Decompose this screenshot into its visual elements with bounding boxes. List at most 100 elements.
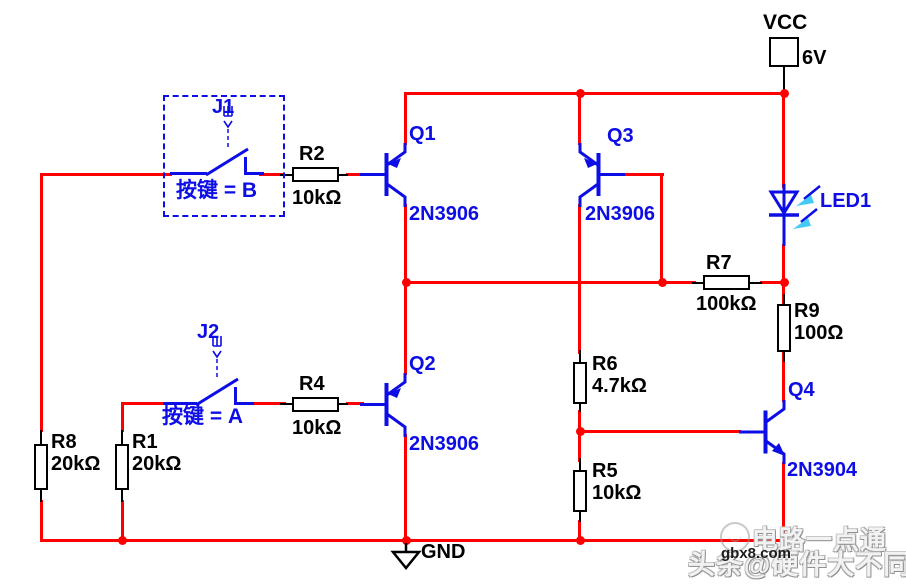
wire-segment [578, 520, 581, 541]
junction-dot [576, 427, 585, 436]
r9-value-label: 100Ω [794, 322, 844, 344]
npn-transistor-q4-icon[interactable] [739, 400, 787, 464]
wire-segment [121, 500, 124, 541]
j1-ref-label: J1 [212, 96, 235, 118]
r6-ref-label: R6 [592, 353, 618, 375]
r1-ref-label: R1 [132, 431, 158, 453]
wire-stub [783, 66, 785, 93]
resistor-R2[interactable] [292, 167, 339, 182]
junction-dot [118, 536, 127, 545]
wire-segment [578, 430, 741, 433]
pushbutton-j1-icon[interactable] [160, 100, 268, 180]
wire-stub [280, 174, 294, 176]
junction-dot [658, 278, 667, 287]
r6-value-label: 4.7kΩ [592, 375, 647, 397]
wire-segment [346, 173, 364, 176]
pnp-transistor-q1-icon[interactable] [360, 143, 408, 207]
wire-stub [748, 282, 762, 284]
wire-stub [692, 282, 705, 284]
switch-key-arrow-icon [212, 350, 222, 359]
r2-value-label: 10kΩ [292, 187, 342, 209]
wire-segment [40, 539, 786, 542]
vcc-source-icon[interactable] [769, 37, 799, 67]
led-icon[interactable] [762, 184, 874, 252]
resistor-R1[interactable] [115, 444, 129, 490]
wire-segment [40, 173, 172, 176]
r8-value-label: 20kΩ [51, 453, 101, 475]
switch-key-icon [212, 336, 222, 347]
led1-ref-label: LED1 [820, 190, 872, 212]
wire-stub [783, 294, 785, 306]
wire-segment [251, 402, 286, 405]
r1-value-label: 20kΩ [132, 453, 182, 475]
q3-part-label: 2N3906 [585, 203, 656, 225]
wire-segment [122, 402, 166, 405]
r7-value-label: 100kΩ [696, 293, 757, 315]
wire-segment [40, 173, 43, 432]
r7-ref-label: R7 [706, 252, 732, 274]
q1-ref-label: Q1 [409, 123, 436, 145]
wire-stub [40, 430, 42, 446]
r4-ref-label: R4 [299, 373, 325, 395]
q4-part-label: 2N3904 [787, 459, 858, 481]
wire-segment [578, 410, 581, 462]
resistor-R5[interactable] [573, 470, 587, 512]
wire-segment [782, 92, 785, 188]
j2-ref-label: J2 [197, 321, 220, 343]
r8-ref-label: R8 [51, 431, 77, 453]
r4-value-label: 10kΩ [292, 417, 342, 439]
wire-segment [760, 281, 786, 284]
r5-ref-label: R5 [592, 460, 618, 482]
wire-segment [404, 92, 407, 145]
watermark-stamp-icon [720, 522, 750, 552]
watermark-brand: 电路一点通 [752, 525, 888, 555]
junction-dot [576, 536, 585, 545]
q3-ref-label: Q3 [607, 125, 634, 147]
pushbutton-j2-icon[interactable] [153, 330, 261, 410]
junction-dot [780, 89, 789, 98]
pnp-transistor-q2-icon[interactable] [360, 373, 408, 437]
r2-ref-label: R2 [299, 143, 325, 165]
gnd-label: GND [421, 541, 466, 563]
ground-icon[interactable] [390, 543, 434, 573]
wire-segment [660, 173, 663, 284]
resistor-R7[interactable] [703, 275, 750, 290]
watermark-byline: 头条@硬件大不同 [688, 550, 906, 580]
wire-segment [404, 434, 407, 541]
junction-dot [780, 278, 789, 287]
wire-stub [280, 403, 294, 405]
wire-stub [337, 174, 348, 176]
wire-stub [337, 403, 348, 405]
vcc-label: VCC [763, 11, 808, 34]
wire-segment [121, 402, 124, 432]
resistor-R8[interactable] [34, 444, 48, 490]
wire-segment [404, 281, 696, 284]
wire-stub [579, 350, 581, 364]
watermark-site: gbx8.com [721, 545, 792, 562]
resistor-R6[interactable] [573, 362, 587, 404]
wire-segment [578, 92, 581, 145]
resistor-R4[interactable] [292, 397, 339, 412]
q2-ref-label: Q2 [409, 353, 436, 375]
q1-part-label: 2N3906 [409, 203, 480, 225]
j1-caption-label: 按键 = B [176, 179, 258, 202]
wire-stub [783, 350, 785, 362]
vcc-value-label: 6V [802, 47, 827, 69]
q4-ref-label: Q4 [788, 379, 815, 401]
wire-stub [121, 430, 123, 446]
wire-segment [782, 350, 785, 402]
wire-segment [782, 244, 785, 306]
wire-segment [623, 173, 664, 176]
wire-stub [579, 402, 581, 412]
pnp-transistor-q3-icon[interactable] [577, 143, 625, 207]
wire-segment [404, 92, 786, 95]
wire-stub [579, 458, 581, 472]
switch-key-icon [223, 106, 233, 117]
wire-segment [578, 204, 581, 354]
switch-key-arrow-icon [223, 120, 233, 129]
wire-stub [579, 510, 581, 522]
q2-part-label: 2N3906 [409, 433, 480, 455]
resistor-R9[interactable] [777, 304, 791, 352]
wire-segment [404, 204, 407, 375]
